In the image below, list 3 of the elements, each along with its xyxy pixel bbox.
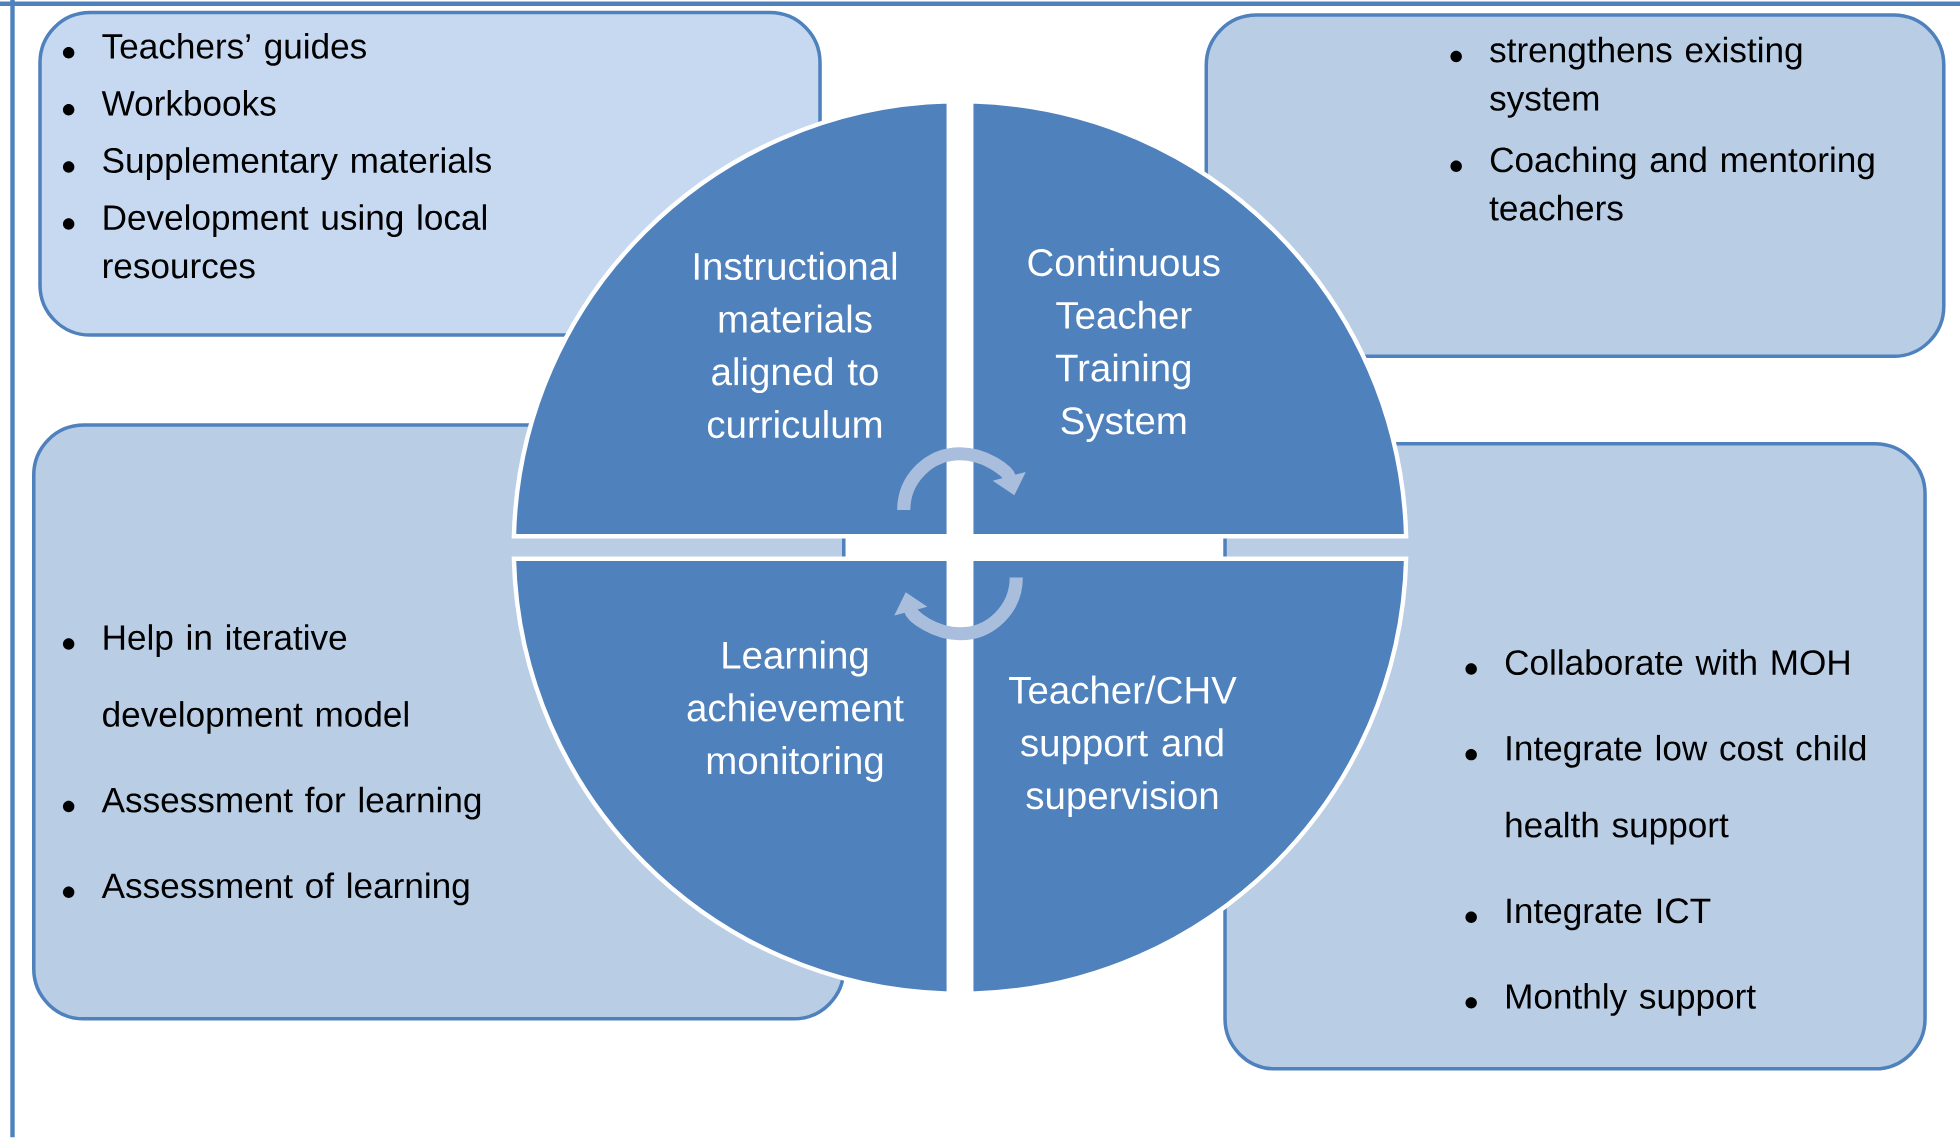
- quadrant-segment: Instructional materials aligned to curriculum: [511, 99, 951, 539]
- cycle-arrow: [897, 447, 1026, 511]
- quadrant-segment: Continuous Teacher Training System: [969, 99, 1409, 539]
